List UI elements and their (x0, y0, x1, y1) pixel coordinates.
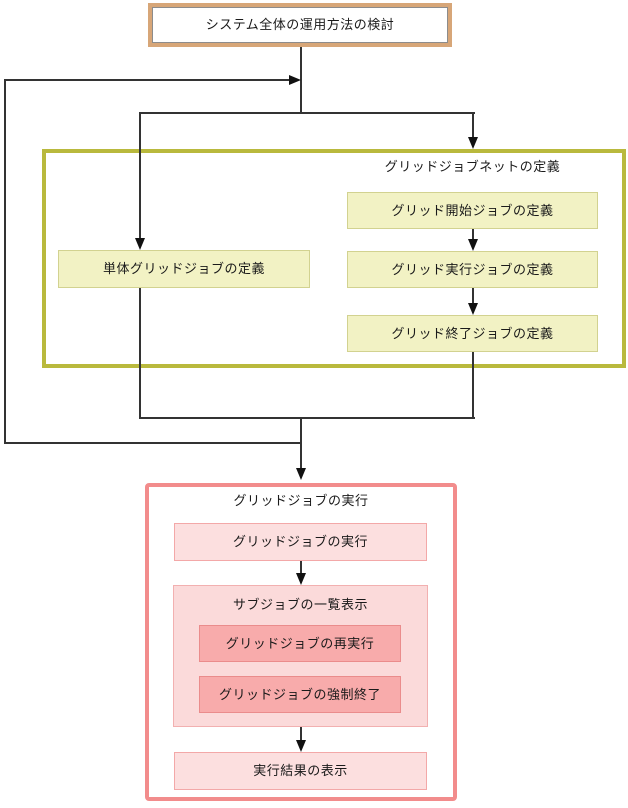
node-label: 実行結果の表示 (253, 763, 348, 779)
group-gridjobnet-definition-title: グリッドジョブネットの定義 (384, 158, 561, 174)
definition-group-arrowhead-icon (468, 137, 478, 149)
connector-endjob-down (472, 352, 474, 419)
connector-standalone-down (139, 288, 141, 419)
execution-group-arrowhead-icon (296, 468, 306, 480)
standalone-arrowhead-icon (135, 238, 145, 250)
connector-exec-to-end (472, 288, 474, 304)
node-label: グリッド開始ジョブの定義 (391, 202, 554, 218)
node-label: グリッド終了ジョブの定義 (391, 325, 554, 341)
start-exec-arrowhead-icon (468, 239, 478, 251)
result-arrowhead-icon (296, 740, 306, 752)
connector-loop-bottom (4, 442, 302, 444)
node-grid-exec-job-definition: グリッド実行ジョブの定義 (347, 251, 598, 288)
connector-merge-bar (139, 417, 475, 419)
node-gridjob-run: グリッドジョブの実行 (174, 523, 427, 561)
connector-subjobs-to-result (300, 727, 302, 740)
exec-end-arrowhead-icon (468, 303, 478, 315)
group-gridjob-execution-title: グリッドジョブの実行 (233, 492, 369, 508)
subjobs-arrowhead-icon (296, 573, 306, 585)
connector-split-top (139, 112, 475, 114)
loop-arrowhead-icon (289, 75, 301, 85)
connector-loop-top (4, 79, 289, 81)
node-standalone-gridjob-definition: 単体グリッドジョブの定義 (58, 250, 310, 288)
connector-start-to-exec (472, 229, 474, 240)
node-label: 単体グリッドジョブの定義 (102, 261, 265, 277)
connector-to-execution-group (300, 417, 302, 469)
connector-run-to-subjobs (300, 561, 302, 574)
node-grid-start-job-definition: グリッド開始ジョブの定義 (347, 192, 598, 229)
node-grid-end-job-definition: グリッド終了ジョブの定義 (347, 315, 598, 352)
panel-subjob-list-title: サブジョブの一覧表示 (232, 596, 368, 612)
node-label: グリッドジョブの再実行 (225, 635, 375, 651)
node-label: グリッドジョブの強制終了 (218, 686, 381, 702)
node-label: システム全体の運用方法の検討 (205, 17, 395, 33)
node-system-operation-study: システム全体の運用方法の検討 (148, 3, 452, 47)
node-label: グリッド実行ジョブの定義 (391, 261, 554, 277)
connector-loop-left (4, 79, 6, 444)
node-label: グリッドジョブの実行 (232, 534, 368, 550)
node-gridjob-force-terminate: グリッドジョブの強制終了 (199, 676, 401, 713)
node-gridjob-rerun: グリッドジョブの再実行 (199, 625, 401, 662)
connector-topbox-down (300, 47, 302, 113)
connector-to-standalone (139, 112, 141, 240)
node-execution-result-display: 実行結果の表示 (174, 752, 427, 790)
connector-to-definition-group (472, 112, 474, 138)
